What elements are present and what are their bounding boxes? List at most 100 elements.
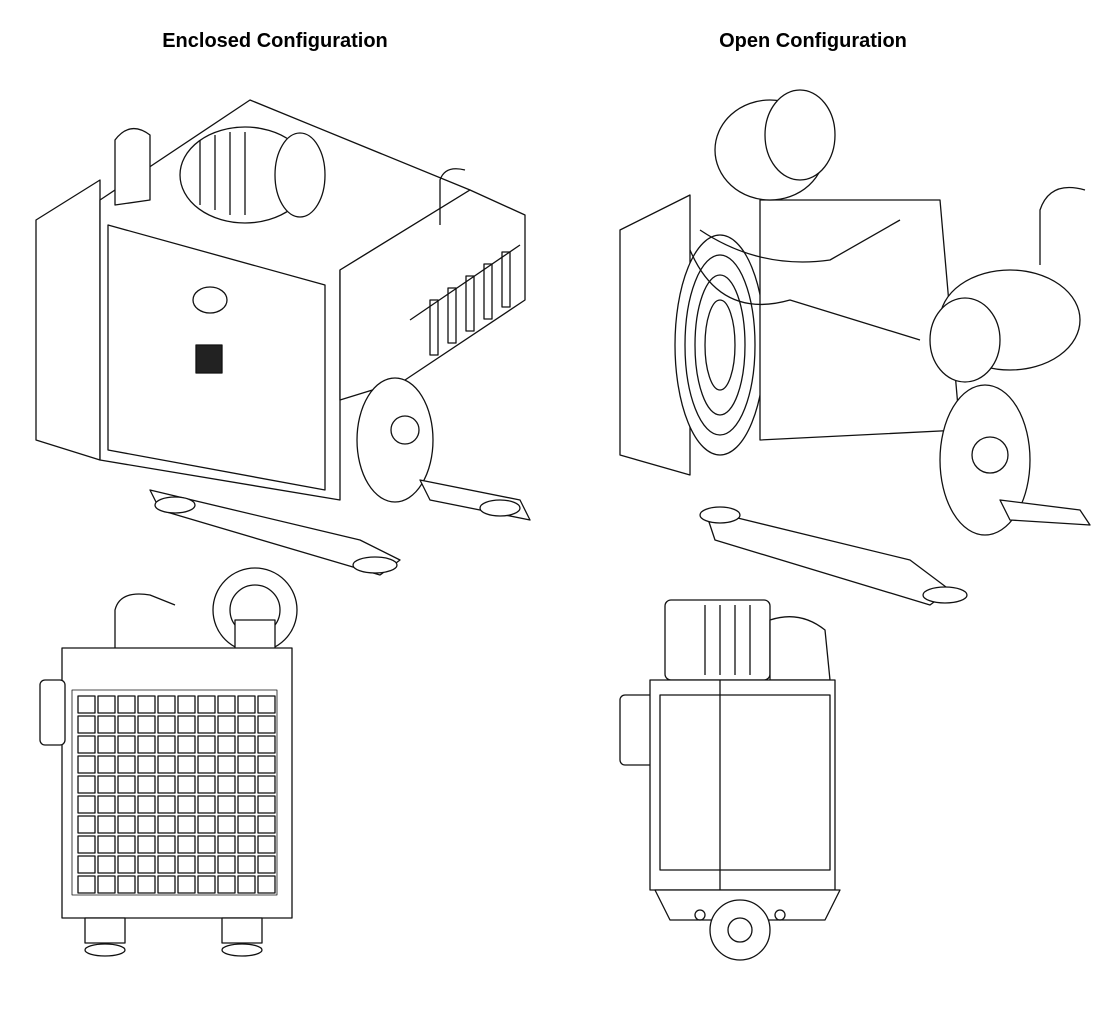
grille-cell — [117, 835, 136, 854]
grille-cell — [97, 795, 116, 814]
grille-cell — [157, 795, 176, 814]
grille-cell — [77, 735, 96, 754]
grille-cell — [117, 755, 136, 774]
grille-cell — [217, 755, 236, 774]
grille-cell — [117, 715, 136, 734]
grille-cell — [237, 775, 256, 794]
grille-cell — [197, 815, 216, 834]
grille-cell — [157, 815, 176, 834]
grille-cell — [217, 795, 236, 814]
grille-cell — [177, 695, 196, 714]
grille-cell — [137, 755, 156, 774]
grille-cell — [157, 735, 176, 754]
grille-cell — [97, 775, 116, 794]
grille-cell — [77, 695, 96, 714]
grille-cell — [257, 755, 276, 774]
grille-cell — [197, 755, 216, 774]
grille-cell — [217, 775, 236, 794]
grille-cell — [257, 735, 276, 754]
grille-cell — [157, 695, 176, 714]
grille-cell — [237, 715, 256, 734]
grille-cell — [157, 715, 176, 734]
grille-cell — [137, 795, 156, 814]
grille-cell — [197, 875, 216, 894]
grille-cell — [257, 815, 276, 834]
grille-cell — [77, 815, 96, 834]
grille-cell — [117, 735, 136, 754]
grille-cell — [217, 815, 236, 834]
open-front-view — [619, 599, 841, 961]
grille-cell — [137, 715, 156, 734]
grille-cell — [197, 855, 216, 874]
grille-cell — [157, 755, 176, 774]
grille-cell — [137, 695, 156, 714]
grille-cell — [257, 875, 276, 894]
enclosed-isometric-view — [35, 99, 531, 576]
grille-cell — [197, 715, 216, 734]
grille-cell — [237, 755, 256, 774]
grille-cell — [137, 855, 156, 874]
grille-cell — [77, 875, 96, 894]
grille-cell — [117, 855, 136, 874]
grille-cell — [237, 855, 256, 874]
grille-cell — [177, 735, 196, 754]
grille-cell — [237, 875, 256, 894]
grille-cell — [217, 835, 236, 854]
open-isometric-view — [619, 89, 1091, 606]
grille-cell — [137, 815, 156, 834]
grille-cell — [97, 835, 116, 854]
enclosed-configuration-heading: Enclosed Configuration — [162, 30, 388, 52]
grille-cell — [197, 795, 216, 814]
grille-cell — [257, 855, 276, 874]
grille-cell — [77, 795, 96, 814]
grille-cell — [117, 875, 136, 894]
grille-cell — [237, 735, 256, 754]
grille-cell — [77, 855, 96, 874]
grille-cell — [97, 755, 116, 774]
grille-cell — [117, 775, 136, 794]
grille-cell — [77, 835, 96, 854]
grille-cell — [237, 695, 256, 714]
grille-cell — [157, 775, 176, 794]
grille-cell — [237, 815, 256, 834]
grille-cell — [97, 715, 116, 734]
grille-cell — [257, 715, 276, 734]
grille-cell — [197, 695, 216, 714]
grille-cell — [137, 875, 156, 894]
enclosed-front-view — [39, 567, 298, 957]
grille-cell — [177, 835, 196, 854]
grille-cell — [157, 835, 176, 854]
grille-cell — [97, 855, 116, 874]
grille-cell — [77, 755, 96, 774]
grille-cell — [97, 735, 116, 754]
grille-cell — [97, 695, 116, 714]
open-configuration-heading: Open Configuration — [719, 30, 907, 52]
grille-cell — [177, 875, 196, 894]
grille-cell — [117, 795, 136, 814]
grille-cell — [237, 835, 256, 854]
grille-cell — [257, 795, 276, 814]
grille-cell — [137, 735, 156, 754]
grille-cell — [157, 875, 176, 894]
grille-cell — [117, 695, 136, 714]
grille-cell — [257, 695, 276, 714]
grille-cell — [217, 875, 236, 894]
grille-cell — [217, 855, 236, 874]
grille-cell — [197, 835, 216, 854]
grille-cell — [137, 775, 156, 794]
grille-cell — [177, 795, 196, 814]
grille-cell — [137, 835, 156, 854]
grille-cell — [217, 715, 236, 734]
grille-cell — [177, 855, 196, 874]
grille-cell — [77, 775, 96, 794]
grille-cell — [197, 735, 216, 754]
grille-cell — [77, 715, 96, 734]
grille-cell — [257, 835, 276, 854]
grille-cell — [197, 775, 216, 794]
grille-cell — [177, 715, 196, 734]
grille-cell — [157, 855, 176, 874]
grille-cell — [217, 695, 236, 714]
grille-cell — [237, 795, 256, 814]
grille-cell — [177, 775, 196, 794]
